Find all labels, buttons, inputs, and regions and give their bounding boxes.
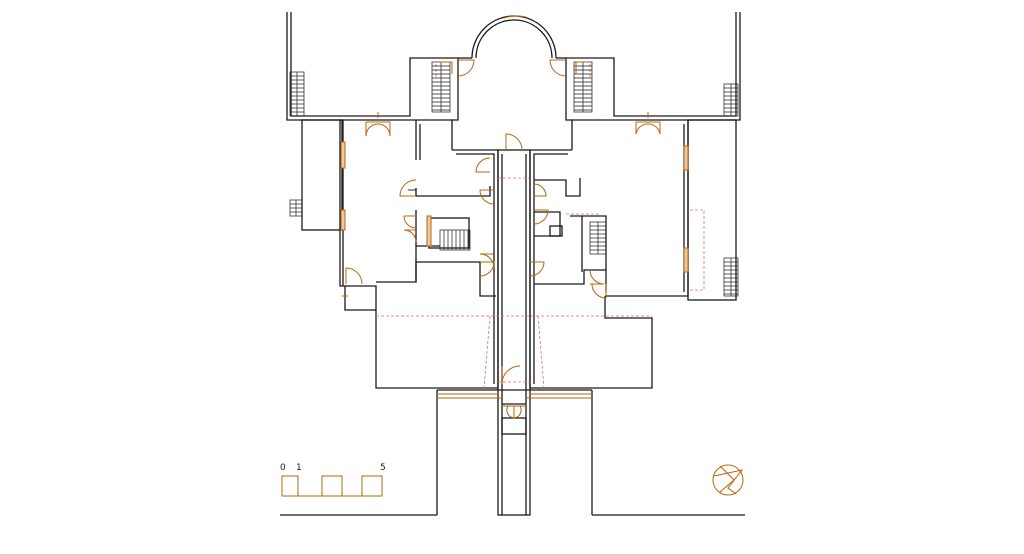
entrance-corridor [437, 149, 592, 516]
stair-center-left [439, 229, 471, 251]
scale-bar: 0 1 5 [280, 463, 386, 497]
right-wing [529, 57, 737, 389]
stair-right-center [589, 221, 607, 255]
stair-left-outer [289, 71, 305, 117]
north-arrow-icon [712, 464, 744, 496]
scale-label-1: 1 [296, 463, 302, 473]
central-apse [458, 15, 566, 59]
doors-and-windows [340, 59, 689, 419]
stair-left-lower [289, 199, 303, 217]
left-wing [291, 57, 499, 389]
stair-right-lower [723, 257, 739, 297]
overhead-lines [376, 64, 705, 389]
stair-right-inner [573, 61, 593, 113]
stairs [289, 61, 739, 297]
stair-right-outer [723, 83, 739, 117]
site-boundary [280, 12, 745, 516]
scale-label-0: 0 [280, 463, 286, 473]
scale-label-5: 5 [380, 463, 386, 473]
stair-left-inner [431, 61, 451, 113]
